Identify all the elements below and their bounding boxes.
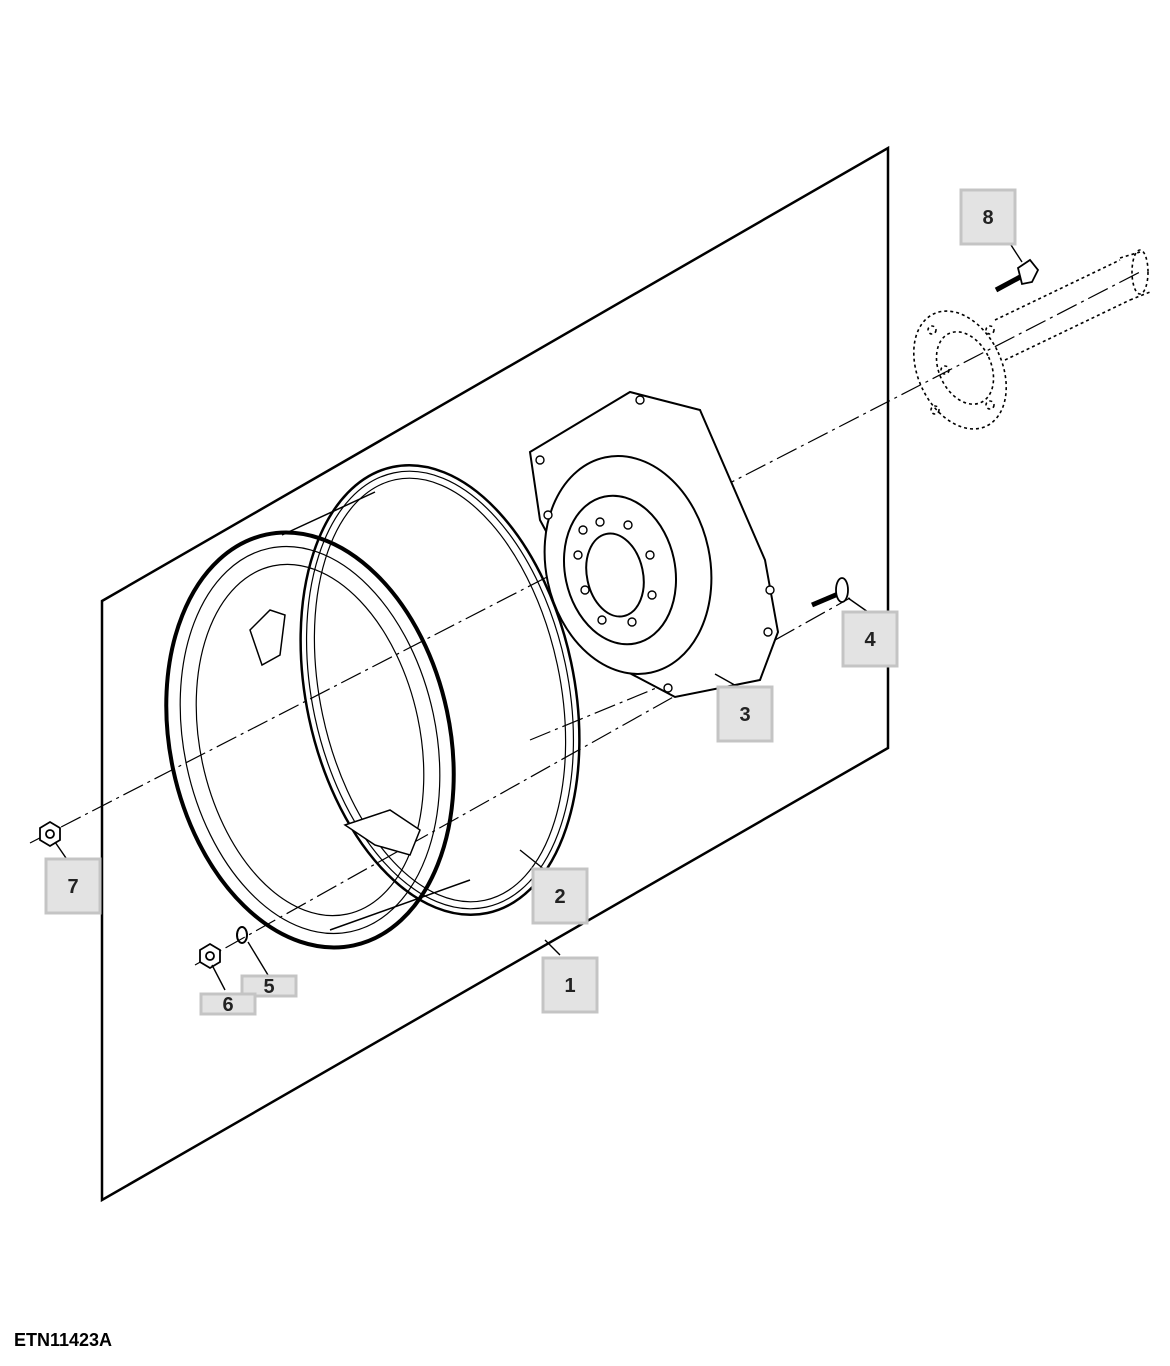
callout-2-number: 2 xyxy=(554,886,565,908)
wheel-disk-part xyxy=(528,390,780,699)
callout-2: 2 xyxy=(531,867,589,925)
bolt-part xyxy=(811,577,849,608)
callout-1-number: 1 xyxy=(564,975,575,997)
lock-washer-part xyxy=(236,926,248,944)
callout-5-number: 5 xyxy=(263,976,274,998)
callout-8: 8 xyxy=(959,188,1017,246)
callout-6-number: 6 xyxy=(222,994,233,1016)
callout-3: 3 xyxy=(716,685,774,743)
callout-7: 7 xyxy=(44,857,102,915)
axle-hub-reference xyxy=(912,249,1151,430)
callout-6: 6 xyxy=(199,992,257,1016)
callout-1: 1 xyxy=(541,956,599,1014)
nut-6-part xyxy=(199,942,221,970)
callout-8-number: 8 xyxy=(982,207,993,229)
kit-boundary-panel xyxy=(100,145,890,1203)
callout-3-number: 3 xyxy=(739,704,750,726)
wheel-rim-part xyxy=(164,463,581,950)
nut-7-part xyxy=(39,820,61,848)
hub-bolt-part xyxy=(994,258,1040,293)
callout-5: 5 xyxy=(240,974,298,998)
figure-id-label: ETN11423A xyxy=(14,1330,113,1350)
callout-7-number: 7 xyxy=(67,876,78,898)
callout-4: 4 xyxy=(841,610,899,668)
callout-4-number: 4 xyxy=(864,629,876,651)
